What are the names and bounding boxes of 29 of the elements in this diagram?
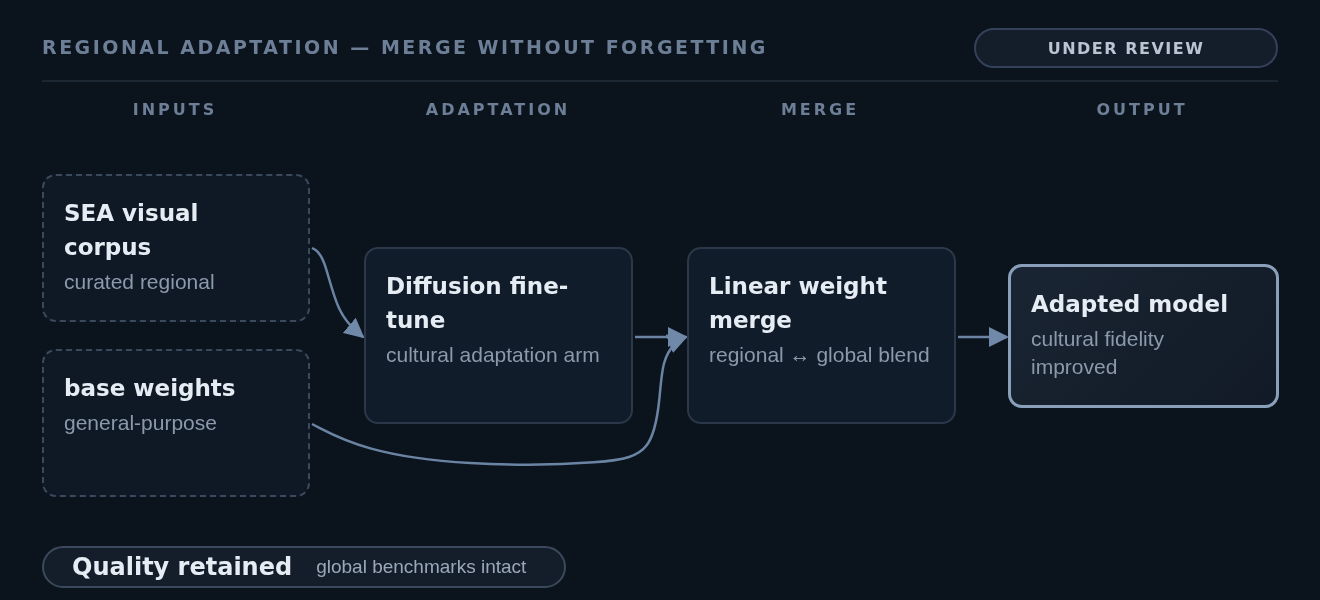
- arrow: [311, 334, 688, 466]
- node-subtitle: general-purpose: [64, 410, 218, 436]
- arrow: [958, 327, 1009, 347]
- status-badge: [974, 28, 1278, 68]
- summary-pill: [42, 546, 566, 588]
- node-subtitle: cultural fidelity improved: [1031, 326, 1166, 380]
- diagram-title: REGIONAL ADAPTATION — MERGE WITHOUT FORGETTING: [42, 36, 768, 58]
- node-subtitle: global benchmarks intact: [316, 555, 527, 579]
- node-subtitle: regional ↔ global blend: [709, 342, 931, 368]
- column-heading: INPUTS: [131, 100, 219, 119]
- node-subtitle: cultural adaptation arm: [386, 342, 601, 368]
- node-title: Adapted model: [1031, 290, 1230, 319]
- process-box: [364, 247, 633, 424]
- node-title: Diffusion fine-tune: [386, 272, 570, 335]
- column-heading: OUTPUT: [1095, 100, 1189, 119]
- input-box: [42, 174, 310, 322]
- column-heading: ADAPTATION: [424, 100, 572, 119]
- node-subtitle: curated regional: [64, 269, 216, 295]
- node-title: base weights: [64, 374, 237, 403]
- badge-text: UNDER REVIEW: [1047, 38, 1205, 58]
- output-box: [1008, 264, 1279, 408]
- input-box: [42, 349, 310, 497]
- arrow: [311, 246, 365, 339]
- node-title: SEA visual corpus: [64, 199, 200, 262]
- node-title: Linear weight merge: [709, 272, 888, 335]
- process-box: [687, 247, 956, 424]
- arrow: [635, 327, 688, 347]
- node-title: Quality retained: [72, 552, 293, 582]
- column-heading: MERGE: [779, 100, 861, 119]
